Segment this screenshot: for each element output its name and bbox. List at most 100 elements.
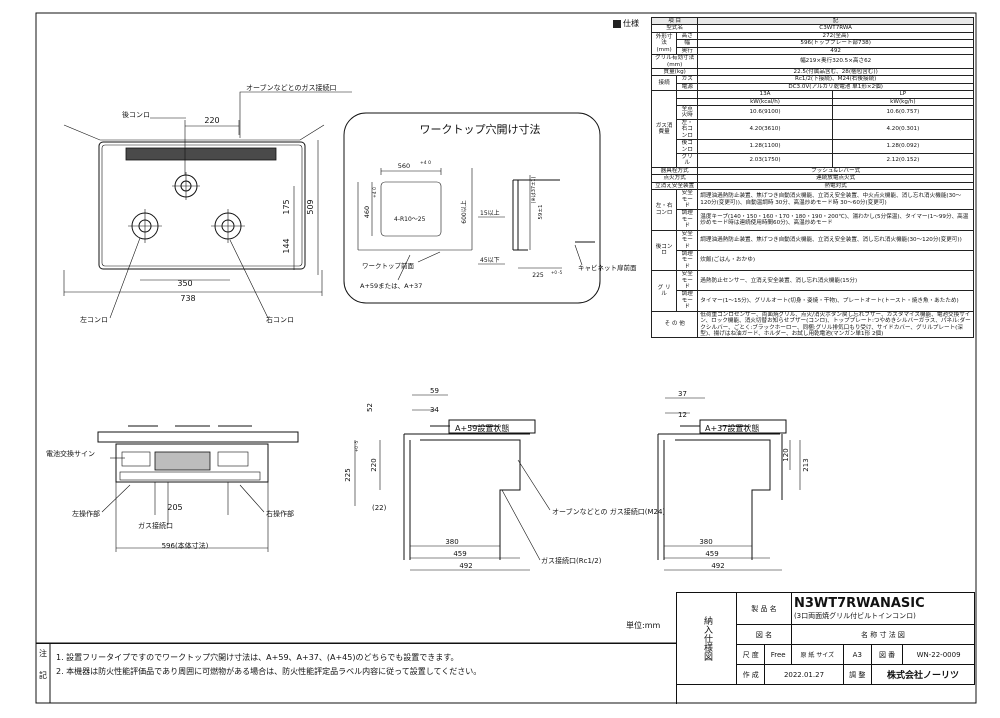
- side2-492: 492: [711, 562, 724, 570]
- spec-title: 仕様: [613, 18, 639, 29]
- spec-lr-safe-value: 調理油過熱防止装置、焦げつき自動消火機能、立消え安全装置、中火点火機能、消し忘れ…: [697, 189, 974, 211]
- spec-gascons-label: ガス消費量: [650, 90, 678, 168]
- spec-back-cook-mode: 調理モード: [676, 249, 699, 272]
- spec-depth-value: 492: [697, 46, 974, 56]
- adjust-label: 調 整: [842, 664, 872, 685]
- spec-lr-safe-mode: 安全モード: [676, 189, 699, 211]
- cut-59: 59±1: [538, 204, 544, 219]
- paper-value: A3: [842, 644, 872, 665]
- side-59: 59: [430, 387, 439, 395]
- spec-power-label: 電源: [676, 82, 699, 92]
- cutout-title: ワークトップ穴開け寸法: [420, 122, 541, 136]
- side2-12: 12: [678, 411, 687, 419]
- title-side: 納入仕様図: [676, 592, 737, 685]
- spec-safety-value: 熱電対式: [697, 181, 974, 191]
- drawing-name: 名 称 寸 法 図: [790, 624, 976, 645]
- spec-grill-safe-mode: 安全モード: [676, 270, 699, 292]
- left-burner-label: 左コンロ: [80, 315, 108, 324]
- a59-side-view: A+59設置状態 59 34 52 225 +0 -5 220 (22) 380…: [344, 387, 665, 571]
- spec-back-lp: 1.28(0.092): [831, 139, 975, 155]
- note-2: 2. 本機器は防火性能評価品であり周囲に可燃物がある場合は、防火性能評定品ラベル…: [56, 667, 482, 676]
- a37-side-view: A+37設置状態 37 12 120 213 380 459 492: [657, 390, 810, 571]
- paper-label: 原 紙 サイズ: [790, 644, 844, 665]
- spec-width-value: 596(トッププレート部738): [697, 39, 974, 48]
- spec-lr-cook-value: 温度キープ(140・150・160・170・180・190・200℃)、湯わかし…: [697, 209, 974, 231]
- left-panel-label: 左操作部: [72, 509, 100, 518]
- cut-225-tol: +0 -5: [551, 270, 563, 275]
- side-225-tol: +0 -5: [354, 440, 359, 452]
- battery-sign-label: 電池交換サイン: [46, 449, 95, 458]
- spec-mass-label: 質量(kg): [650, 67, 699, 77]
- spec-lrcooker-label: 左・右コンロ: [650, 189, 678, 231]
- spec-all-label: 全点火時: [676, 105, 699, 120]
- spec-all-13a: 10.6(9100): [697, 105, 833, 120]
- gas-conn-rc: ガス接続口(Rc1/2): [541, 556, 602, 565]
- no-label: 図 番: [870, 644, 904, 665]
- cut-45: 45以下: [480, 257, 500, 264]
- spec-grillrow-label: グ リ ル: [650, 270, 678, 312]
- product-label: 製 品 名: [736, 592, 792, 625]
- spec-other-label: そ の 他: [650, 310, 699, 339]
- sheet-border: [35, 12, 977, 704]
- spec-back-label: 後コンロ: [676, 139, 699, 155]
- spec-lr-cook-mode: 調理モード: [676, 209, 699, 231]
- dim-509: 509: [306, 199, 315, 214]
- scale-value: Free: [764, 644, 792, 665]
- note-1: 1. 設置フリータイプですのでワークトップ穴開け寸法は、A+59、A+37、(A…: [56, 653, 459, 662]
- spec-gas-value: Rc1/2(下接続)、M24(右後接続): [697, 75, 974, 84]
- spec-col-13a: 13A: [697, 90, 833, 99]
- spec-other-value: 低荷重コンロセンサー、両面焼グリル、点火/消火ボタン戻し忘れブザー、カスタマイズ…: [697, 310, 974, 339]
- made-label: 作 成: [735, 664, 766, 685]
- spec-height-value: 272(全高): [697, 31, 974, 41]
- oven-conn-m24: オーブンなどとの ガス接続口(M24): [552, 507, 665, 516]
- top-view: 220 350 738 509 175 144 オーブンなどとのガス接続口 後コ…: [63, 83, 352, 324]
- cut-460: 460: [363, 206, 371, 218]
- spec-unit-13a: kW(kcal/h): [697, 97, 833, 107]
- side2-459: 459: [705, 550, 718, 558]
- spec-depth-label: 奥行: [676, 46, 699, 56]
- spec-head-item: 項 目: [650, 16, 699, 26]
- right-burner-label: 右コンロ: [266, 315, 294, 324]
- spec-back-cook-value: 炊飯(ごはん・おかゆ): [697, 249, 974, 272]
- right-panel-label: 右操作部: [266, 509, 294, 518]
- body-width: 596(本体寸法): [162, 541, 209, 550]
- dim-738: 738: [180, 294, 195, 303]
- cut-560-tol: +4 0: [420, 160, 431, 166]
- side-220: 220: [370, 458, 378, 471]
- cabinet-front-label: キャビネット扉前面: [578, 263, 637, 272]
- spec-fire-value: 連続放電点火式: [697, 174, 974, 183]
- side2-213: 213: [802, 458, 810, 471]
- made-value: 2022.01.27: [764, 664, 844, 685]
- spec-safety-label: 立消え安全装置: [650, 181, 699, 191]
- side-34: 34: [430, 406, 439, 414]
- spec-all-lp: 10.6(0.757): [831, 105, 975, 120]
- spec-conn-label: 接続: [650, 75, 678, 92]
- spec-back-13a: 1.28(1100): [697, 139, 833, 155]
- notes-label: 注記: [39, 649, 47, 680]
- side-380: 380: [445, 538, 458, 546]
- spec-gas-label: ガス: [676, 75, 699, 84]
- cut-460-tol: +4 0: [372, 187, 378, 198]
- side-52: 52: [366, 403, 374, 412]
- side-22: (22): [372, 504, 387, 512]
- spec-model-value: C3WT7RWA: [697, 24, 974, 33]
- cut-600: 600以上: [460, 200, 468, 223]
- a37-state-label: A+37設置状態: [705, 423, 759, 433]
- right-burner-symbol: [211, 209, 245, 243]
- spec-grill-safe-value: 過熱防止センサー、立消え安全装置、消し忘れ消火機能(15分): [697, 270, 974, 292]
- spec-unit-lp: kW(kg/h): [831, 97, 975, 107]
- spec-grill-cook-value: タイマー(1〜15分)、グリルオート(切身・姿焼・干物)、プレートオート(トース…: [697, 290, 974, 312]
- spec-outer-label: 外形寸法(mm): [650, 31, 678, 56]
- title-block: 納入仕様図 製 品 名 N3WT7RWANASIC(3口両面焼グリル付ビルトイン…: [676, 592, 976, 685]
- cut-radius: 4-R10〜25: [394, 216, 426, 223]
- side-459: 459: [453, 550, 466, 558]
- front-view: 205 596(本体寸法) 電池交換サイン 左操作部 右操作部 ガス接続口: [46, 425, 299, 552]
- side-492: 492: [459, 562, 472, 570]
- side2-120: 120: [782, 448, 790, 461]
- spec-width-label: 幅: [676, 39, 699, 48]
- spec-grilldim-value: 幅219×奥行320.5×高さ62: [697, 54, 974, 69]
- a59-state-label: A+59設置状態: [455, 423, 509, 433]
- cut-560: 560: [398, 162, 410, 170]
- product-sub: (3口両面焼グリル付ビルトインコンロ): [793, 612, 916, 620]
